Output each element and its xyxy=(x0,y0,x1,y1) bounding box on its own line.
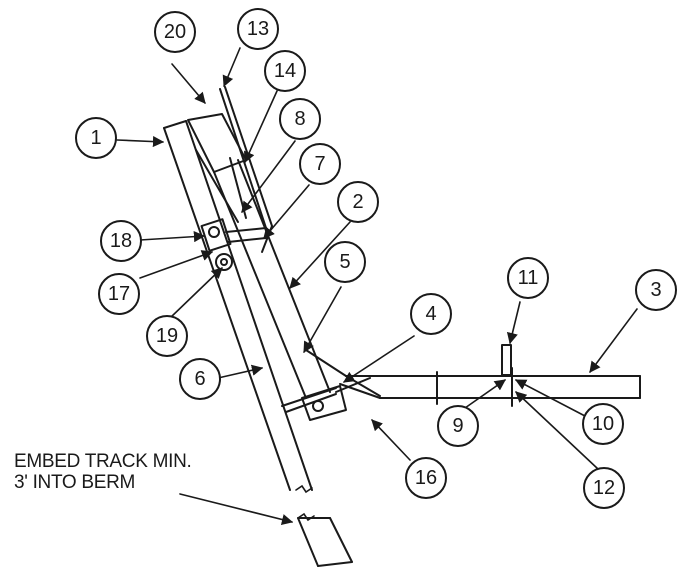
callout-1: 1 xyxy=(75,117,117,159)
callout-1-label: 1 xyxy=(90,127,101,149)
callout-13-label: 13 xyxy=(247,18,269,40)
leader-lines xyxy=(116,47,638,525)
callout-8: 8 xyxy=(279,98,321,140)
callout-18-label: 18 xyxy=(110,230,132,252)
callout-9: 9 xyxy=(437,405,479,447)
side-rail xyxy=(213,159,331,399)
callout-13: 13 xyxy=(237,8,279,50)
callout-17-label: 17 xyxy=(108,283,130,305)
callout-12-label: 12 xyxy=(593,477,615,499)
callout-8-label: 8 xyxy=(294,108,305,130)
callout-10-label: 10 xyxy=(592,413,614,435)
callout-5-label: 5 xyxy=(339,251,350,273)
callout-16: 16 xyxy=(405,457,447,499)
callout-2: 2 xyxy=(337,181,379,223)
callout-7-label: 7 xyxy=(314,153,325,175)
horizontal-beam xyxy=(345,344,641,407)
base-pivot xyxy=(281,385,347,421)
callout-14-label: 14 xyxy=(274,60,296,82)
callout-6: 6 xyxy=(179,358,221,400)
callout-3: 3 xyxy=(635,269,677,311)
callout-11-label: 11 xyxy=(518,267,539,289)
callout-4: 4 xyxy=(410,293,452,335)
diagonal-links xyxy=(305,349,381,399)
upper-hopper xyxy=(187,86,273,253)
callout-20-label: 20 xyxy=(164,21,186,43)
callout-5: 5 xyxy=(324,241,366,283)
callout-9-label: 9 xyxy=(452,415,463,437)
callout-3-label: 3 xyxy=(650,279,661,301)
callout-2-label: 2 xyxy=(352,191,363,213)
callout-20: 20 xyxy=(154,11,196,53)
callout-4-label: 4 xyxy=(425,303,436,325)
callout-11: 11 xyxy=(507,257,549,299)
pivot-bracket xyxy=(200,218,267,271)
callout-19: 19 xyxy=(146,315,188,357)
callout-10: 10 xyxy=(582,403,624,445)
callout-14: 14 xyxy=(264,50,306,92)
embed-note-line-2: 3' INTO BERM xyxy=(14,472,136,493)
inclined-track xyxy=(163,120,353,567)
callout-12: 12 xyxy=(583,467,625,509)
callout-7: 7 xyxy=(299,143,341,185)
callout-6-label: 6 xyxy=(194,368,205,390)
embed-note-line-1: EMBED TRACK MIN. xyxy=(14,451,192,472)
embed-note: EMBED TRACK MIN. 3' INTO BERM xyxy=(14,451,192,493)
callout-19-label: 19 xyxy=(156,325,178,347)
callout-17: 17 xyxy=(98,273,140,315)
callout-18: 18 xyxy=(100,220,142,262)
callout-16-label: 16 xyxy=(415,467,437,489)
